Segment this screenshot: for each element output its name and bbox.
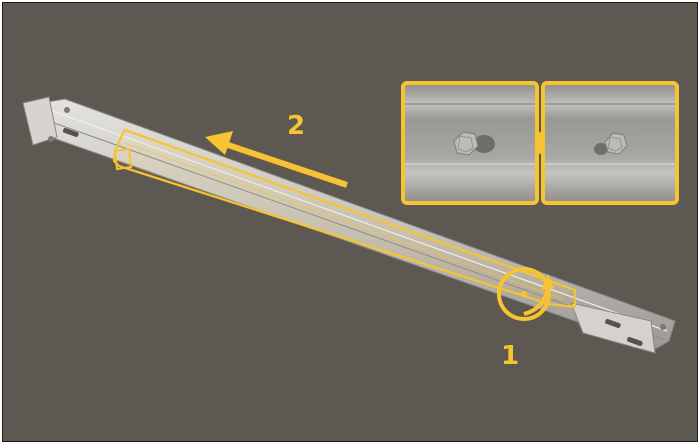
- right-bracket-screw: [660, 324, 666, 330]
- slide-left-arrow-icon: [205, 131, 348, 188]
- rotate-indicator-ring: [497, 267, 551, 321]
- detail-after-panel: [541, 81, 679, 205]
- step-1-label: 1: [501, 341, 520, 371]
- step-2-label: 2: [287, 111, 306, 141]
- rail-groove-bottom: [42, 118, 664, 340]
- inner-rail-end-tab: [113, 147, 133, 171]
- slide-rail: [22, 96, 676, 354]
- right-bracket-slot-upper: [605, 318, 621, 328]
- detail-before-panel: [401, 81, 539, 205]
- bolt-position-dot: [521, 291, 527, 297]
- left-bracket-pin: [64, 107, 70, 113]
- keyhole-slot: [473, 135, 495, 153]
- inner-rail-edge-line: [124, 142, 564, 300]
- left-bracket-screw: [48, 136, 54, 142]
- left-mounting-bracket: [22, 96, 58, 146]
- left-bracket-slot: [63, 127, 79, 137]
- rail-groove-top: [46, 108, 668, 332]
- rotate-arrow-icon: [523, 274, 554, 316]
- keyhole-slot-after: [594, 143, 608, 155]
- assembly-illustration: [22, 81, 679, 354]
- right-bracket-slot-lower: [627, 336, 643, 346]
